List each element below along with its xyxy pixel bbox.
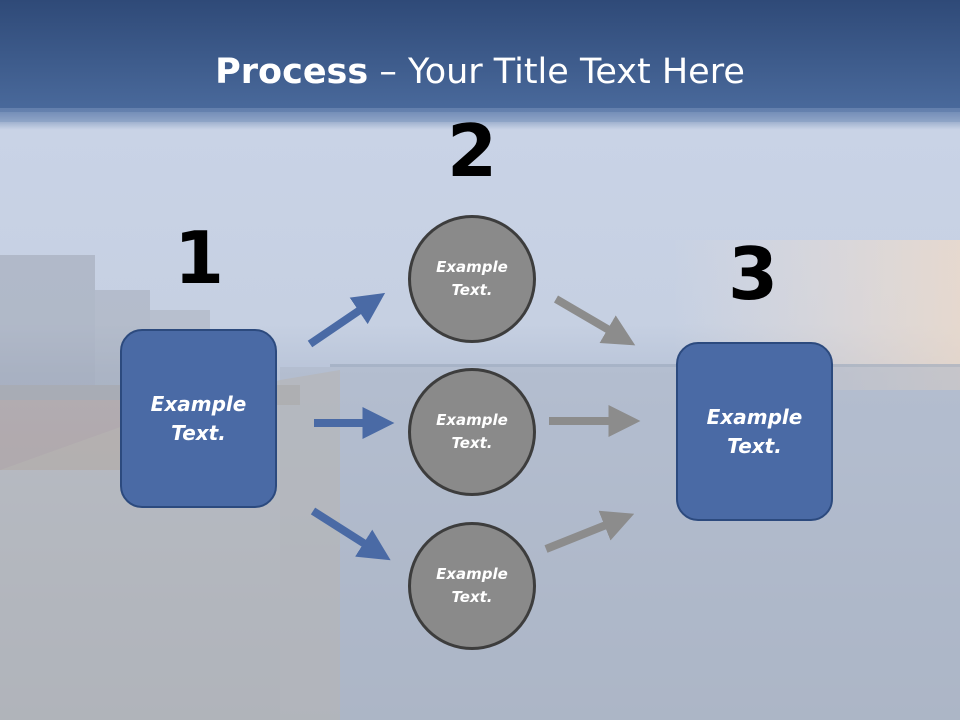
circle-top: Example Text. <box>408 215 536 343</box>
arrow-bottom-to-3 <box>544 510 635 553</box>
step-1-box: Example Text. <box>120 329 277 508</box>
step-number-3: 3 <box>727 232 779 316</box>
step-3-text: Example Text. <box>706 404 803 458</box>
circle-bottom-text: Example Text. <box>436 565 508 606</box>
step-number-2: 2 <box>446 109 498 193</box>
circle-top-text: Example Text. <box>436 258 508 299</box>
step-1-text: Example Text. <box>150 391 247 445</box>
circle-middle: Example Text. <box>408 368 536 496</box>
slide-title: Process – Your Title Text Here <box>0 52 960 92</box>
circle-middle-text: Example Text. <box>436 411 508 452</box>
title-bold: Process <box>215 52 369 92</box>
step-3-box: Example Text. <box>676 342 833 521</box>
arrow-1-to-bottom <box>310 507 391 561</box>
title-rest: – Your Title Text Here <box>368 52 745 92</box>
circle-bottom: Example Text. <box>408 522 536 650</box>
arrow-1-to-top <box>307 292 386 348</box>
step-number-1: 1 <box>173 216 225 300</box>
arrow-top-to-3 <box>553 295 636 346</box>
